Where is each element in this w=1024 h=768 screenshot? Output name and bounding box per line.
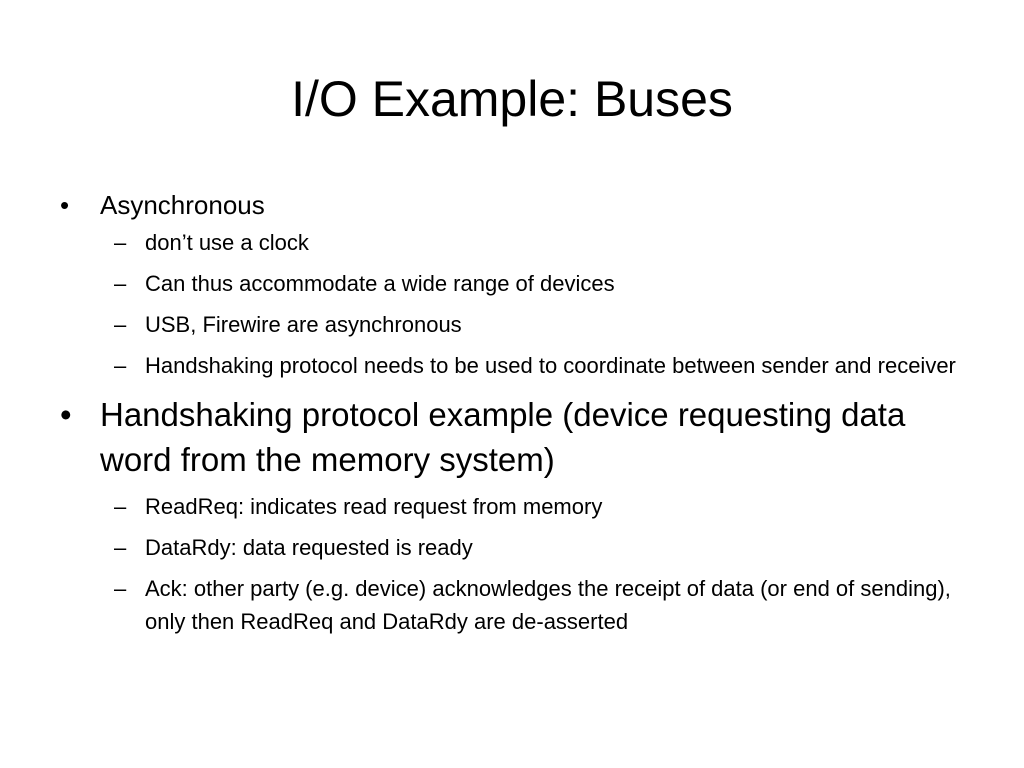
sub-item: – don’t use a clock [58, 226, 978, 259]
sub-item: – Can thus accommodate a wide range of d… [58, 267, 978, 300]
dash-icon: – [114, 576, 127, 601]
bullet-item-asynchronous: • Asynchronous – don’t use a clock – Can… [58, 186, 978, 382]
sub-item: – Handshaking protocol needs to be used … [58, 349, 978, 382]
sub-list: – don’t use a clock – Can thus accommoda… [58, 226, 978, 382]
sub-item-text: Can thus accommodate a wide range of dev… [145, 271, 615, 296]
bullet-list: • Asynchronous – don’t use a clock – Can… [58, 186, 978, 638]
sub-item: – USB, Firewire are asynchronous [58, 308, 978, 341]
bullet-text: Handshaking protocol example (device req… [100, 396, 906, 478]
slide-title: I/O Example: Buses [291, 71, 733, 127]
bullet-icon: • [60, 190, 70, 220]
bullet-item-handshaking-example: • Handshaking protocol example (device r… [58, 392, 978, 638]
sub-item-text: don’t use a clock [145, 230, 309, 255]
dash-icon: – [114, 271, 127, 296]
dash-icon: – [114, 230, 127, 255]
dash-icon: – [114, 535, 127, 560]
sub-item-text: Ack: other party (e.g. device) acknowled… [145, 576, 951, 634]
bullet-icon: • [60, 396, 72, 433]
bullet-text: Asynchronous [100, 190, 265, 220]
dash-icon: – [114, 312, 127, 337]
dash-icon: – [114, 494, 127, 519]
sub-item-text: Handshaking protocol needs to be used to… [145, 353, 956, 378]
sub-item: – ReadReq: indicates read request from m… [58, 490, 978, 523]
sub-list: – ReadReq: indicates read request from m… [58, 490, 978, 638]
sub-item-text: ReadReq: indicates read request from mem… [145, 494, 603, 519]
sub-item: – DataRdy: data requested is ready [58, 531, 978, 564]
sub-item: – Ack: other party (e.g. device) acknowl… [58, 572, 978, 638]
sub-item-text: DataRdy: data requested is ready [145, 535, 473, 560]
dash-icon: – [114, 353, 127, 378]
sub-item-text: USB, Firewire are asynchronous [145, 312, 462, 337]
